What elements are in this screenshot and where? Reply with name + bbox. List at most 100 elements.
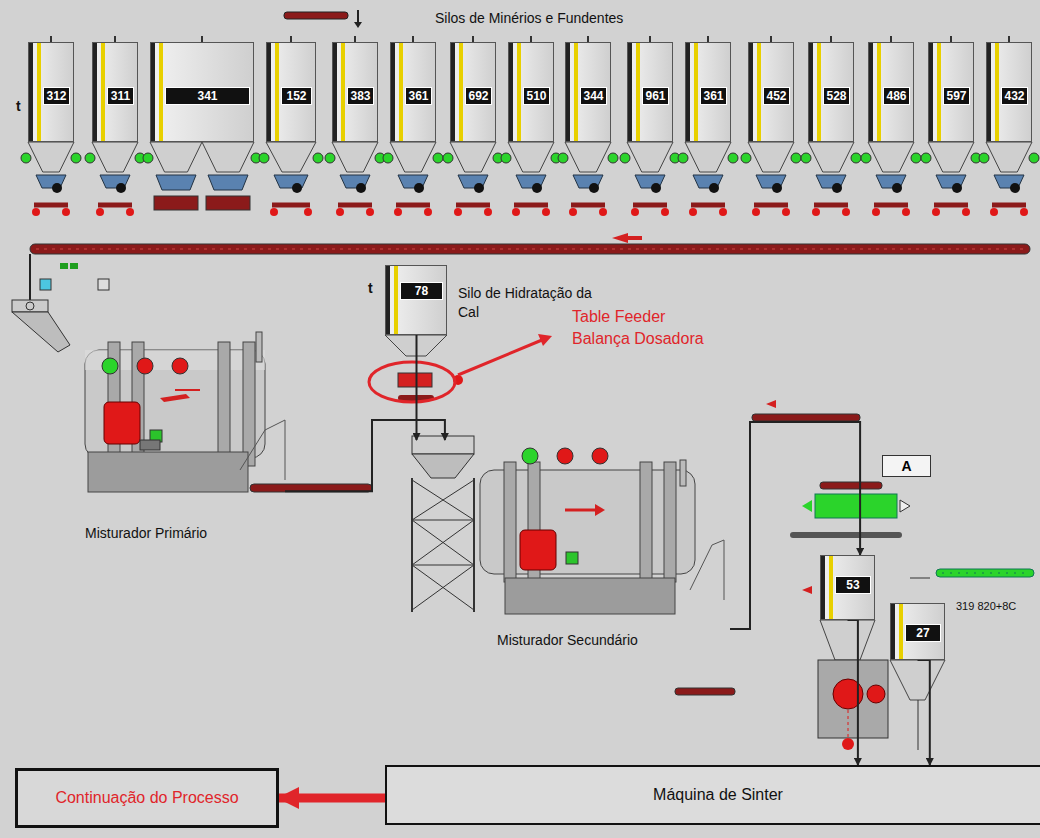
tag-label: 319 820+8C xyxy=(956,600,1016,612)
status-lamp xyxy=(728,153,738,163)
silo-cone xyxy=(868,142,914,172)
belt-wheel xyxy=(336,208,344,216)
feeder-belt xyxy=(272,203,310,208)
silo-cone xyxy=(685,142,731,172)
silo-cone xyxy=(928,142,974,172)
feeder-belt xyxy=(934,203,968,208)
feeder-motor xyxy=(356,183,366,193)
feeder-belt xyxy=(633,203,667,208)
silo-cone xyxy=(390,142,436,172)
silo: 452 xyxy=(748,42,794,142)
title: Silos de Minérios e Fundentes xyxy=(435,10,623,26)
belt-wheel xyxy=(631,208,639,216)
feeder-motor xyxy=(709,183,719,193)
belt-wheel xyxy=(304,208,312,216)
feeder-motor xyxy=(1010,183,1020,193)
status-lamp xyxy=(861,153,871,163)
level-readout: 53 xyxy=(835,576,871,594)
process-text: Máquina de Sinter xyxy=(387,767,1040,823)
belt-wheel xyxy=(569,208,577,216)
level-readout: 311 xyxy=(107,87,134,105)
status-lamp xyxy=(259,153,269,163)
status-lamp xyxy=(383,153,393,163)
status-lamp xyxy=(71,153,81,163)
silo: 53 xyxy=(820,555,875,620)
level-readout: 528 xyxy=(823,87,850,105)
status-lamp xyxy=(921,153,931,163)
feeder-motor xyxy=(952,183,962,193)
status-lamp xyxy=(325,153,335,163)
status-lamp xyxy=(501,153,511,163)
callout-text: Table Feeder xyxy=(572,308,665,326)
callout-text: Balança Dosadora xyxy=(572,330,704,348)
level-readout: 961 xyxy=(642,87,669,105)
status-lamp xyxy=(443,153,453,163)
feeder-belt xyxy=(992,203,1026,208)
feeder-belt xyxy=(514,203,548,208)
silo: 597 xyxy=(928,42,974,142)
silo: 311 xyxy=(92,42,138,142)
feeder-motor xyxy=(474,183,484,193)
belt-wheel xyxy=(812,208,820,216)
status-lamp xyxy=(678,153,688,163)
silo: 344 xyxy=(565,42,611,142)
belt-wheel xyxy=(394,208,402,216)
feeder-belt xyxy=(338,203,372,208)
mixer-unit: Misturador Secundário xyxy=(400,440,730,650)
belt-wheel xyxy=(32,208,40,216)
feeder-motor xyxy=(832,183,842,193)
conveyor-line xyxy=(918,660,930,765)
feeder-motor xyxy=(892,183,902,193)
level-readout: 692 xyxy=(465,87,492,105)
belt-wheel xyxy=(1020,208,1028,216)
feeder-belt xyxy=(691,203,725,208)
marker-box: A xyxy=(882,455,931,477)
silo-cone xyxy=(748,142,794,172)
feeder-belt xyxy=(571,203,605,208)
level-readout: 510 xyxy=(523,87,550,105)
level-readout: 361 xyxy=(700,87,727,105)
silo-cone xyxy=(92,142,138,172)
silo: 432 xyxy=(986,42,1032,142)
silo: 361 xyxy=(390,42,436,142)
feeder-motor xyxy=(116,183,126,193)
silo: 78Silo de Hidratação da Cal xyxy=(385,265,447,335)
feeder-motor xyxy=(651,183,661,193)
silo-cone xyxy=(450,142,496,172)
silo-feeder xyxy=(274,175,308,188)
feeder-belt xyxy=(154,196,198,210)
feeder-belt xyxy=(34,203,68,208)
status-lamp xyxy=(21,153,31,163)
silo-cone xyxy=(565,142,611,172)
level-readout: 312 xyxy=(43,87,70,105)
level-readout: 597 xyxy=(943,87,970,105)
belt-wheel xyxy=(661,208,669,216)
belt-wheel xyxy=(484,208,492,216)
status-lamp xyxy=(313,153,323,163)
belt-wheel xyxy=(126,208,134,216)
feeder-motor xyxy=(532,183,542,193)
status-lamp xyxy=(801,153,811,163)
belt-wheel xyxy=(932,208,940,216)
feeder-belt xyxy=(206,196,250,210)
belt-wheel xyxy=(424,208,432,216)
belt-wheel xyxy=(96,208,104,216)
belt-wheel xyxy=(872,208,880,216)
silo-cone xyxy=(986,142,1032,172)
belt-wheel xyxy=(542,208,550,216)
status-lamp xyxy=(85,153,95,163)
tag-label: t xyxy=(16,98,21,114)
belt-wheel xyxy=(366,208,374,216)
belt-wheel xyxy=(962,208,970,216)
conveyor-line xyxy=(415,335,418,440)
status-lamp xyxy=(558,153,568,163)
conveyor-line xyxy=(848,620,858,765)
silo-feeder xyxy=(156,175,196,190)
feeder-belt xyxy=(98,203,132,208)
belt-wheel xyxy=(270,208,278,216)
belt-wheel xyxy=(752,208,760,216)
silo-cone xyxy=(266,142,316,172)
belt-wheel xyxy=(902,208,910,216)
feeder-belt xyxy=(396,203,430,208)
silo: 383 xyxy=(332,42,378,142)
